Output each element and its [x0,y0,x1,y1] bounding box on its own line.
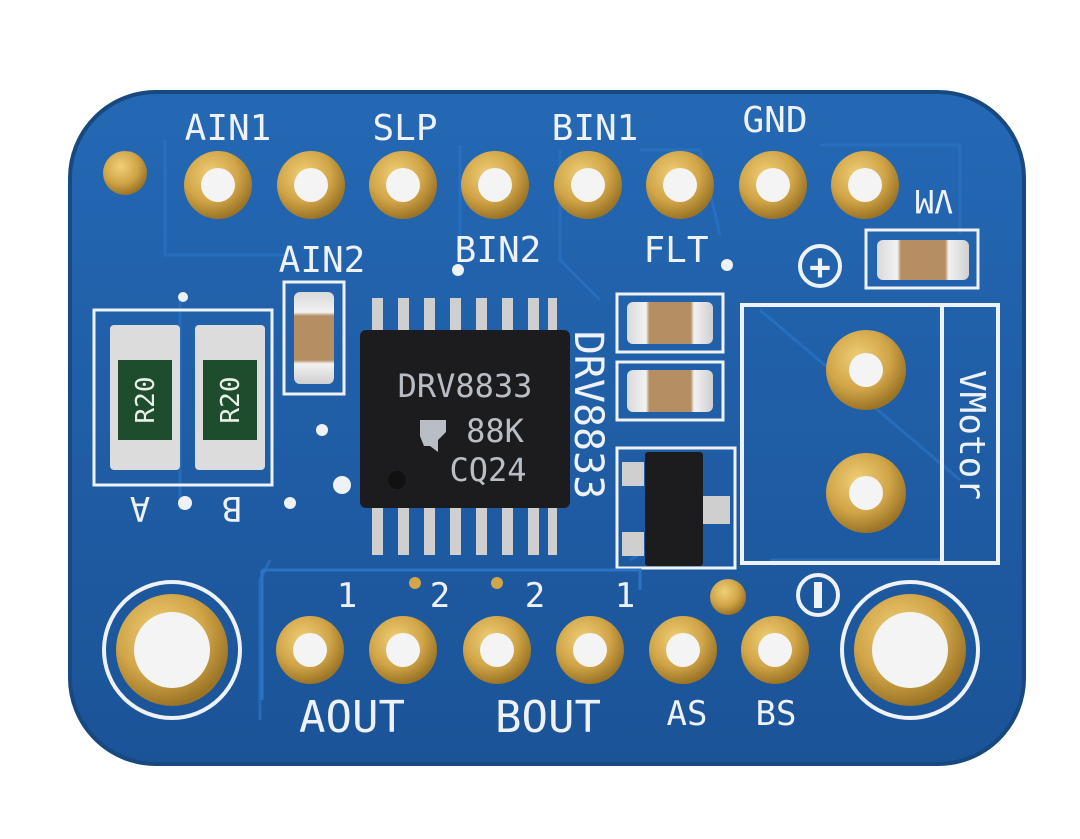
label-slp: SLP [372,108,437,149]
label-ain2: AIN2 [279,240,366,281]
label-out-2b: 2 [525,576,545,616]
chip-line1: DRV8833 [398,367,533,405]
chip-line3: CQ24 [449,451,526,489]
pin-slp [369,151,437,219]
label-gnd: GND [742,100,807,141]
top-header-pins [184,151,899,219]
label-bin2: BIN2 [455,230,542,271]
label-vm: VM [915,182,954,220]
pin-bin1 [554,151,622,219]
pin-bin2 [461,151,529,219]
resistor-a-code: R20 [131,377,161,424]
label-as: AS [667,694,708,734]
chip-pins-bottom [372,505,557,555]
label-out-1b: 1 [615,576,635,616]
label-flt: FLT [643,230,708,271]
resistor-a: R20 [110,325,180,470]
pin-aout2 [369,616,437,684]
pin-vm [831,151,899,219]
chip-pins-top [372,298,557,338]
small-gold-pad [710,579,746,615]
pin-bout1 [556,616,624,684]
pin-gnd [739,151,807,219]
label-aout: AOUT [299,692,405,743]
resistor-b-code: R20 [216,377,246,424]
capacitor-mid-2 [615,360,725,422]
capacitor-vm [864,228,980,290]
drv8833-chip: DRV8833 88K CQ24 [360,298,570,555]
capacitor-mid-1 [615,292,725,354]
plus-symbol-ring [798,244,842,288]
label-bin1: BIN1 [552,108,639,149]
label-drv-vertical: DRV8833 [565,331,611,500]
resistor-b: R20 [195,325,265,470]
mounting-hole-right [840,580,980,720]
label-resistor-a: A [130,488,150,528]
pin-2 [277,151,345,219]
pin-flt [646,151,714,219]
fiducial-pad [103,151,147,195]
sot23-transistor [615,446,737,570]
capacitor-ain2 [282,280,346,396]
label-resistor-b: B [222,488,242,528]
pin-bs [741,616,809,684]
label-vmotor: VMotor [951,370,992,500]
chip-pin1-dot [388,471,406,489]
ti-logo-icon [420,420,446,452]
label-plus: + [809,247,831,288]
pin-aout1 [276,616,344,684]
resistor-group: R20 R20 [92,308,274,487]
label-bout: BOUT [495,692,601,743]
mounting-hole-left [102,580,242,720]
pin-ain1 [184,151,252,219]
label-out-2a: 2 [430,576,450,616]
pin-bout2 [463,616,531,684]
bottom-header-pins [276,616,809,684]
vmotor-terminal [740,303,1000,565]
output-bracket [260,568,642,700]
pin-as [649,616,717,684]
vias [178,259,733,589]
label-out-1a: 1 [337,576,357,616]
label-bs: BS [756,694,797,734]
label-ain1: AIN1 [185,108,272,149]
minus-symbol [796,573,840,617]
chip-line2: 88K [466,412,525,450]
